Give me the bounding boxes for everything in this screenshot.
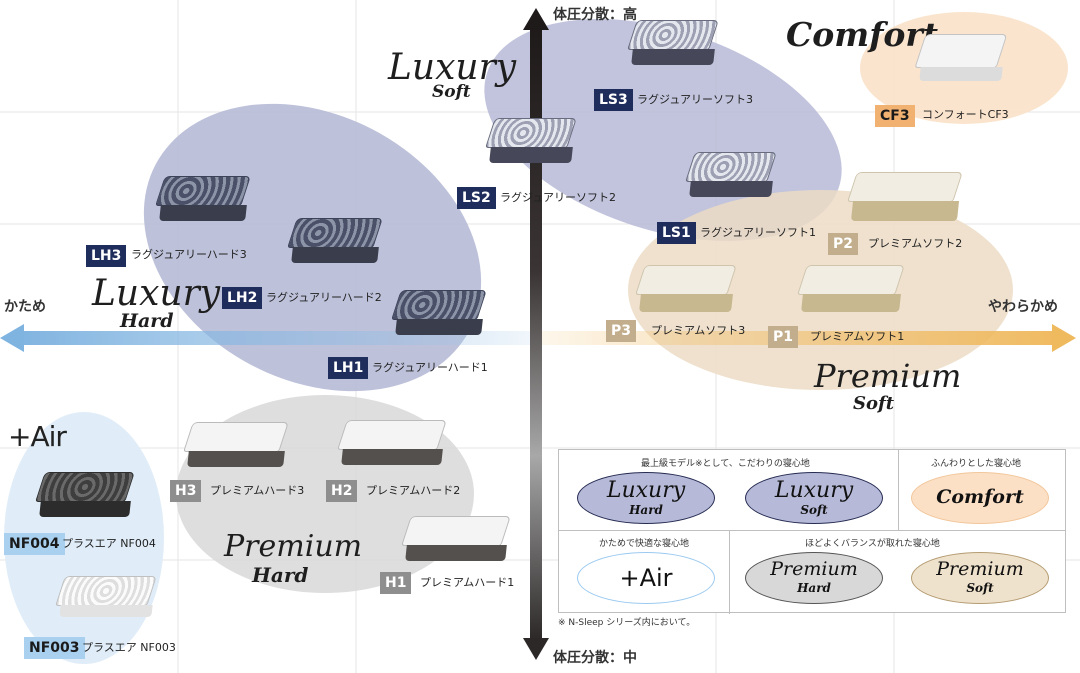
- product-name-nf004: プラスエア NF004: [62, 537, 156, 550]
- arrow-right-icon: [1052, 324, 1076, 352]
- legend-oval-luxury-hard: Luxury Hard: [577, 472, 715, 524]
- legend-oval-title: +Air: [619, 564, 673, 592]
- product-name-ls1: ラグジュアリーソフト1: [700, 226, 817, 239]
- product-name-p1: プレミアムソフト1: [810, 330, 905, 343]
- mattress-p2-image: [847, 172, 963, 221]
- product-code-p3: P3: [606, 320, 637, 342]
- legend-oval-air: +Air: [577, 552, 715, 604]
- legend-panel: 最上級モデル※として、こだわりの寝心地 ふんわりとした寝心地 かためで快適な寝心…: [558, 449, 1066, 614]
- legend-footnote: ※ N-Sleep シリーズ内において。: [558, 618, 696, 628]
- product-code-h3: H3: [170, 480, 202, 502]
- product-name-h3: プレミアムハード3: [210, 484, 305, 497]
- axis-label-left: かため: [4, 299, 46, 315]
- legend-oval-sub: Hard: [629, 503, 663, 517]
- legend-oval-sub: Hard: [797, 581, 831, 595]
- mattress-p1-image: [797, 265, 905, 312]
- legend-heading-comfort: ふんわりとした寝心地: [931, 459, 1022, 469]
- product-code-h1: H1: [380, 572, 412, 594]
- legend-divider: [559, 530, 1065, 531]
- mattress-lh3-image: [155, 176, 251, 221]
- product-name-nf003: プラスエア NF003: [82, 641, 176, 654]
- group-sub-luxury-hard: Hard: [120, 310, 174, 332]
- mattress-nf003-image: [55, 576, 157, 617]
- product-name-ls2: ラグジュアリーソフト2: [500, 191, 617, 204]
- legend-heading-air: かためで快適な寝心地: [599, 539, 690, 549]
- legend-oval-premium-hard: Premium Hard: [745, 552, 883, 604]
- product-name-p3: プレミアムソフト3: [651, 324, 746, 337]
- mattress-cf3-image: [914, 34, 1008, 81]
- mattress-ls3-image: [627, 20, 719, 65]
- arrow-up-icon: [523, 8, 549, 30]
- mattress-h2-image: [337, 420, 447, 465]
- legend-heading-premium: ほどよくバランスが取れた寝心地: [805, 539, 940, 549]
- legend-divider: [898, 450, 899, 530]
- mattress-h1-image: [401, 516, 511, 561]
- legend-heading-luxury: 最上級モデル※として、こだわりの寝心地: [641, 459, 810, 469]
- legend-oval-luxury-soft: Luxury Soft: [745, 472, 883, 524]
- legend-oval-comfort: Comfort: [911, 472, 1049, 524]
- axis-label-top: 体圧分散：高: [553, 7, 637, 23]
- axis-label-right: やわらかめ: [988, 299, 1058, 315]
- mattress-ls2-image: [485, 118, 577, 163]
- product-code-p2: P2: [828, 233, 859, 255]
- product-name-h1: プレミアムハード1: [420, 576, 515, 589]
- axis-label-bottom: 体圧分散：中: [553, 650, 637, 666]
- mattress-p3-image: [635, 265, 737, 312]
- product-name-ls3: ラグジュアリーソフト3: [637, 93, 754, 106]
- pressure-dispersion-axis: [530, 26, 542, 640]
- group-title-premium-soft: Premium: [814, 357, 962, 395]
- product-code-lh2: LH2: [222, 287, 263, 309]
- legend-oval-premium-soft: Premium Soft: [911, 552, 1049, 604]
- mattress-lh1-image: [391, 290, 487, 335]
- product-code-ls1: LS1: [657, 222, 696, 244]
- group-title-luxury-hard: Luxury: [92, 273, 221, 314]
- mattress-ls1-image: [685, 152, 777, 197]
- product-code-lh3: LH3: [86, 245, 127, 267]
- group-sub-luxury-soft: Soft: [432, 82, 471, 102]
- legend-oval-title: Premium: [770, 558, 858, 580]
- product-code-p1: P1: [768, 326, 799, 348]
- product-code-cf3: CF3: [875, 105, 915, 127]
- mattress-nf004-image: [35, 472, 135, 517]
- product-name-p2: プレミアムソフト2: [868, 237, 963, 250]
- product-name-cf3: コンフォートCF3: [922, 108, 1009, 121]
- legend-oval-title: Luxury: [774, 478, 854, 503]
- legend-oval-title: Premium: [936, 558, 1024, 580]
- mattress-h3-image: [183, 422, 289, 467]
- legend-oval-title: Luxury: [606, 478, 686, 503]
- plus-air-logo: +Air: [8, 420, 67, 453]
- arrow-left-icon: [0, 324, 24, 352]
- product-name-lh2: ラグジュアリーハード2: [266, 291, 382, 304]
- group-title-comfort: Comfort: [786, 15, 939, 54]
- product-code-lh1: LH1: [328, 357, 369, 379]
- product-name-lh3: ラグジュアリーハード3: [131, 248, 247, 261]
- product-name-h2: プレミアムハード2: [366, 484, 461, 497]
- legend-divider: [729, 530, 730, 614]
- product-code-nf003: NF003: [24, 637, 85, 659]
- group-title-luxury-soft: Luxury: [388, 47, 517, 88]
- legend-oval-sub: Soft: [800, 503, 828, 517]
- legend-oval-sub: Soft: [966, 581, 994, 595]
- legend-oval-title: Comfort: [936, 486, 1024, 508]
- group-sub-premium-hard: Hard: [252, 563, 309, 587]
- mattress-lh2-image: [287, 218, 383, 263]
- arrow-down-icon: [523, 638, 549, 660]
- group-title-premium-hard: Premium: [224, 529, 363, 564]
- soft-direction-bar: [538, 331, 1064, 345]
- product-code-ls3: LS3: [594, 89, 633, 111]
- product-code-ls2: LS2: [457, 187, 496, 209]
- product-name-lh1: ラグジュアリーハード1: [372, 361, 488, 374]
- group-sub-premium-soft: Soft: [853, 393, 895, 414]
- product-code-h2: H2: [326, 480, 358, 502]
- product-code-nf004: NF004: [4, 533, 65, 555]
